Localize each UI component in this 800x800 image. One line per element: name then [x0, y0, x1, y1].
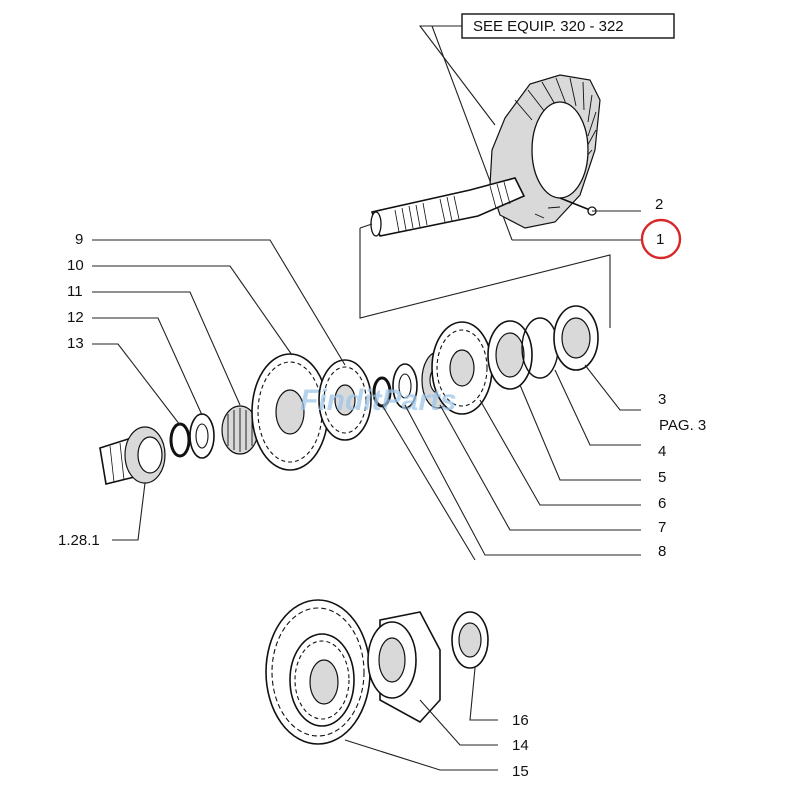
callout-11: 11 [67, 283, 83, 300]
callout-8: 8 [658, 543, 666, 560]
callout-9: 9 [75, 231, 83, 248]
callout-pag-3: PAG. 3 [659, 417, 706, 434]
callout-13: 13 [67, 335, 84, 352]
callout-3: 3 [658, 391, 666, 408]
callout-1-28-1: 1.28.1 [58, 532, 100, 549]
leader-lines [92, 210, 641, 771]
lower-gear-group [265, 599, 489, 745]
callout-1: 1 [656, 231, 664, 248]
see-equip-reference: SEE EQUIP. 320 - 322 [418, 13, 675, 241]
callout-16: 16 [512, 712, 529, 729]
callout-2: 2 [655, 196, 663, 213]
callout-10: 10 [67, 257, 84, 274]
callout-labels: 2 1 3 PAG. 3 4 5 6 7 8 9 10 11 12 13 1.2… [58, 196, 706, 780]
gear-shaft-parts-row [99, 305, 599, 485]
callout-7: 7 [658, 519, 666, 536]
callout-4: 4 [658, 443, 666, 460]
callout-14: 14 [512, 737, 529, 754]
bevel-gear-shaft-assembly [359, 74, 611, 328]
highlight-circle [640, 218, 682, 260]
callout-15: 15 [512, 763, 529, 780]
callout-12: 12 [67, 309, 84, 326]
callout-5: 5 [658, 469, 666, 486]
see-equip-text: SEE EQUIP. 320 - 322 [473, 18, 624, 35]
watermark-text: FinditParts [300, 384, 457, 417]
callout-6: 6 [658, 495, 666, 512]
